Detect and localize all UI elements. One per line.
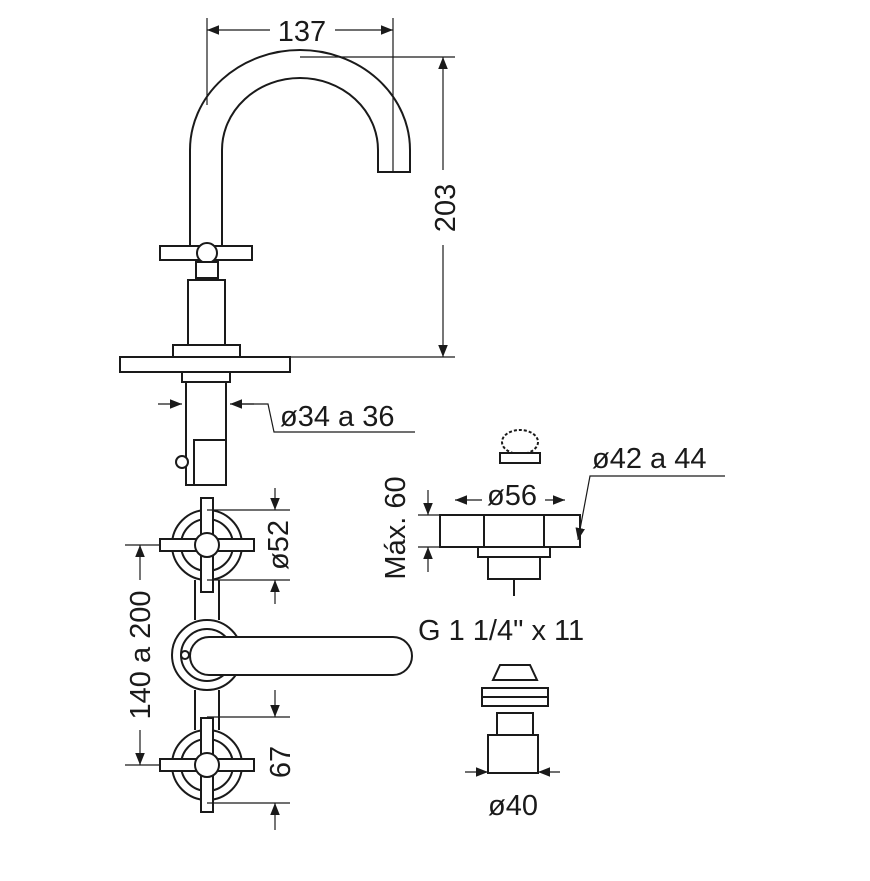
dimension-drain-hole: ø42 a 44	[575, 443, 725, 541]
dimension-label: 137	[278, 16, 326, 48]
dimension-label: ø52	[263, 520, 295, 570]
cross-handle-bottom	[159, 717, 255, 813]
dimension-max-thickness: Máx. 60	[380, 476, 440, 580]
dimension-label: 140 a 200	[125, 590, 157, 719]
dimension-label: 203	[430, 184, 462, 232]
drain-assembly	[439, 429, 581, 596]
dimension-handle-diameter: ø52	[207, 488, 295, 604]
dimension-spout-reach: 137	[206, 16, 394, 172]
dimension-label: Máx. 60	[380, 476, 412, 579]
dimension-spout-height: 203	[290, 56, 462, 358]
dimension-drain-flange: ø56	[455, 480, 565, 512]
dimension-label: ø42 a 44	[592, 443, 706, 475]
dimension-hole-diameter: ø34 a 36	[158, 399, 415, 433]
lever-handle	[171, 619, 413, 691]
cross-handle-top	[159, 497, 255, 593]
dimension-handle-spacing: 140 a 200	[125, 544, 160, 766]
dimension-nut-diameter: ø40	[465, 767, 560, 822]
dimension-label: 67	[265, 746, 297, 778]
dimension-label: ø34 a 36	[280, 401, 394, 433]
drain-thread-label: G 1 1/4" x 11	[418, 615, 584, 647]
spout-side-view	[119, 49, 411, 486]
dimension-handle-height: 67	[207, 690, 297, 830]
dimension-label: ø40	[488, 790, 538, 822]
dimension-label: ø56	[487, 480, 537, 512]
mounting-parts	[481, 664, 549, 774]
